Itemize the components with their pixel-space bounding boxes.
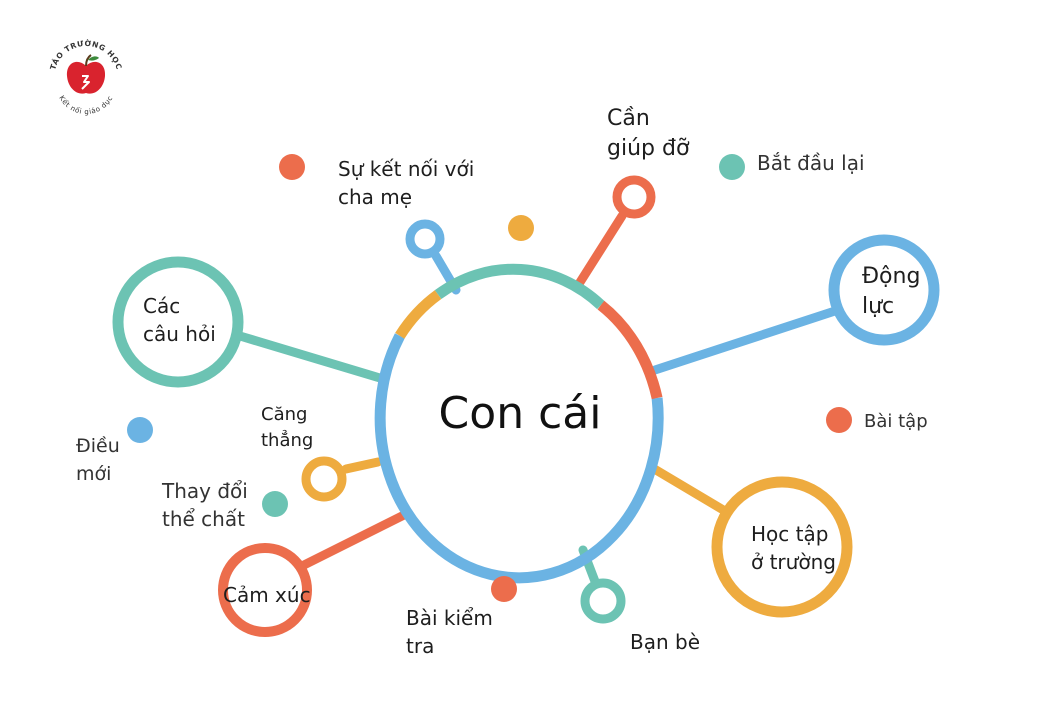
ring-cang-thang: [301, 456, 347, 502]
label-cang-thang: Căng thẳng: [261, 404, 314, 451]
dot-bat-dau-lai: [719, 154, 745, 180]
ring-hoc-tap: [711, 476, 853, 618]
label-ban-be: Bạn bè: [630, 630, 701, 654]
label-cam-xuc: Cảm xúc: [223, 583, 311, 607]
apple-icon: [66, 54, 106, 94]
label-cac-cau-hoi: Các câu hỏi: [143, 294, 216, 346]
ring-can-giup-do: [612, 175, 656, 219]
central-ring-arc-orange: [597, 300, 663, 400]
central-ring-arc-blue: [374, 333, 664, 584]
center-label: Con cái: [438, 388, 602, 439]
logo-bottom-text: Kết nối giáo dục: [57, 94, 114, 116]
ring-cam-xuc: [218, 543, 312, 637]
label-su-ket-noi: Sự kết nối với cha mẹ: [338, 157, 475, 209]
label-thay-doi-the-chat: Thay đổi thể chất: [162, 479, 248, 531]
connector-dong-luc: [650, 305, 843, 375]
central-ring-arc-teal: [434, 263, 605, 310]
ring-dong-luc: [828, 234, 940, 346]
dot-bai-kiem-tra: [491, 576, 517, 602]
label-can-giup-do: Cần giúp đỡ: [607, 106, 690, 161]
ring-su-ket-noi: [405, 219, 445, 259]
dot-thay-doi-the-chat: [262, 491, 288, 517]
label-bat-dau-lai: Bắt đầu lại: [757, 151, 865, 175]
tao-truong-hoc-logo: TÁO TRƯỜNG HỌC Kết nối giáo dục: [48, 39, 123, 116]
dot-center-top: [508, 215, 534, 241]
label-bai-kiem-tra: Bài kiểm tra: [406, 606, 493, 658]
label-dieu-moi: Điều mới: [76, 435, 120, 485]
ring-ban-be: [580, 578, 626, 624]
svg-text:Kết nối giáo dục: Kết nối giáo dục: [57, 94, 114, 116]
connector-hoc-tap: [646, 462, 735, 519]
label-dong-luc: Động lực: [862, 264, 921, 319]
ring-cac-cau-hoi: [112, 256, 244, 388]
connector-cam-xuc: [297, 509, 411, 571]
central-ring-arc-yellow: [395, 290, 442, 339]
dot-dieu-moi: [127, 417, 153, 443]
dot-bai-tap: [826, 407, 852, 433]
label-bai-tap: Bài tập: [864, 411, 928, 432]
label-hoc-tap: Học tập ở trường: [751, 522, 836, 574]
dot-su-ket-noi: [279, 154, 305, 180]
connector-cac-cau-hoi: [235, 331, 385, 383]
connector-can-giup-do: [572, 211, 627, 292]
connector-cang-thang: [341, 457, 383, 474]
central-ring: [374, 263, 664, 584]
